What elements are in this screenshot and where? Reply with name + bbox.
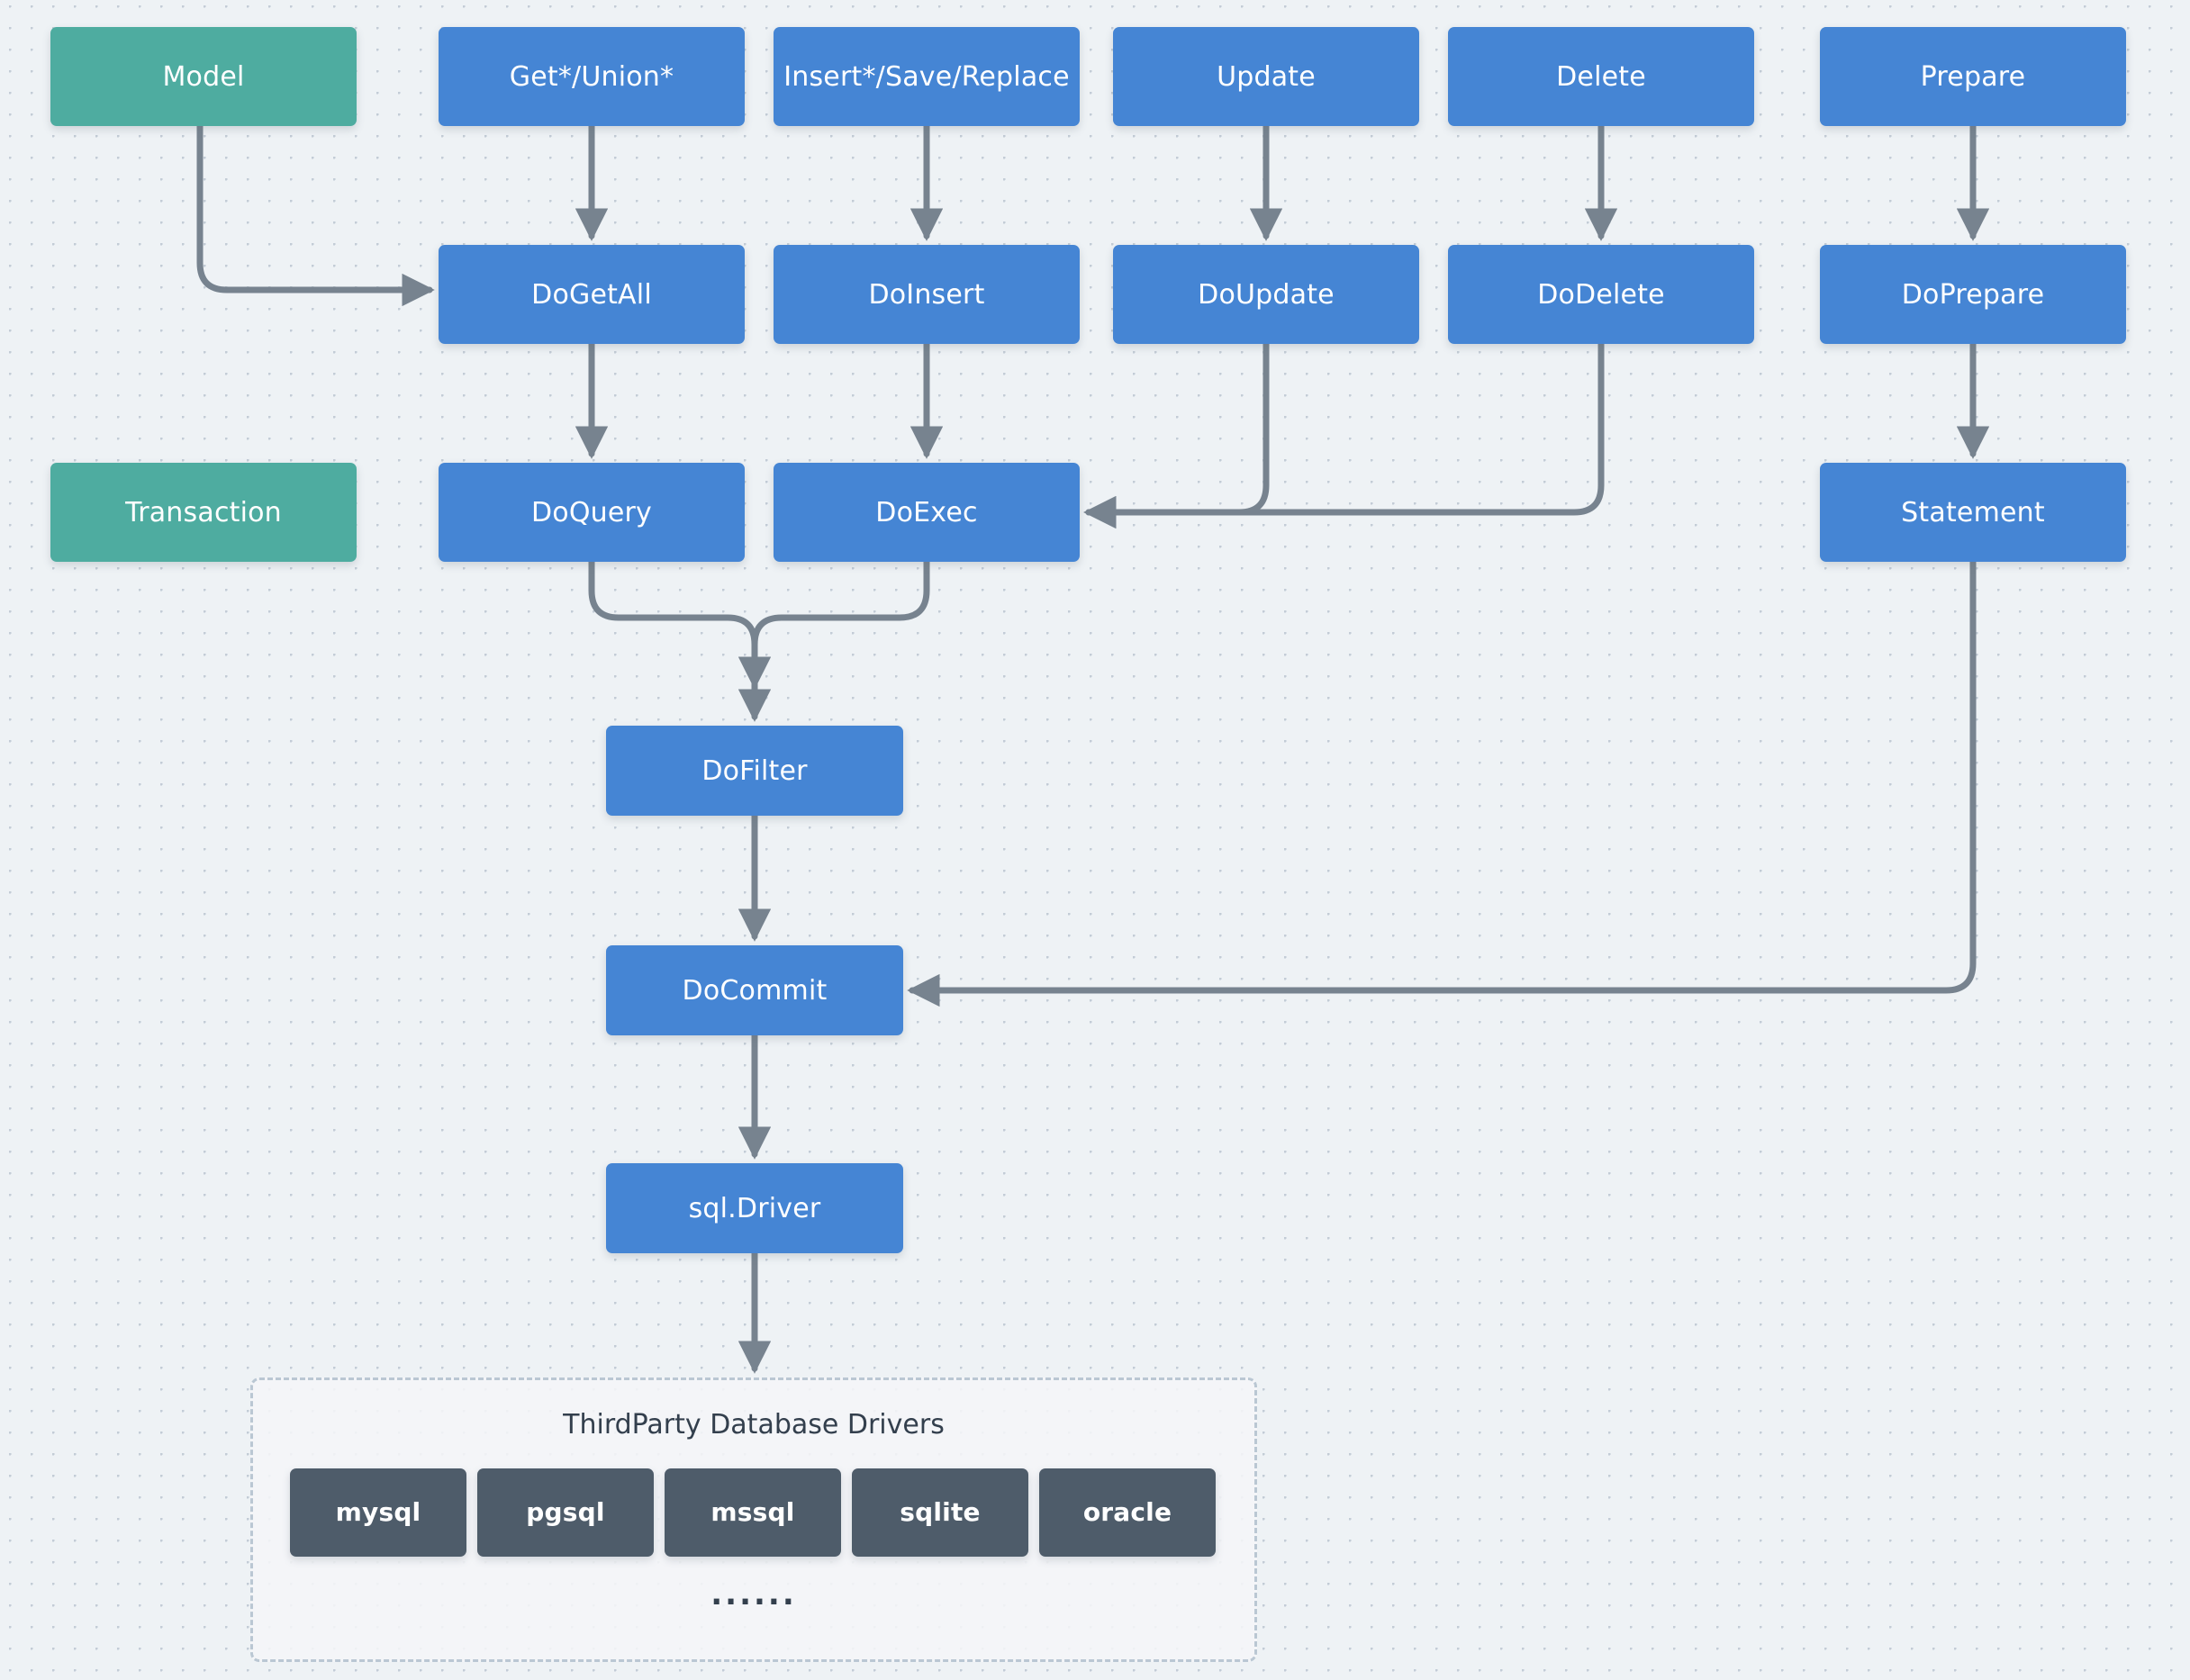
node-docommit[interactable]: DoCommit (606, 945, 903, 1035)
node-doinsert[interactable]: DoInsert (774, 245, 1080, 344)
node-get_union[interactable]: Get*/Union* (439, 27, 745, 126)
node-delete[interactable]: Delete (1448, 27, 1754, 126)
node-dodelete[interactable]: DoDelete (1448, 245, 1754, 344)
edge-dodelete-to-doexec (1083, 340, 1605, 529)
driver-chip-oracle[interactable]: oracle (1039, 1468, 1216, 1557)
edge-doquery-to-dofilter (588, 558, 772, 722)
node-doupdate[interactable]: DoUpdate (1113, 245, 1419, 344)
drivers-ellipsis: ...... (710, 1576, 797, 1612)
node-insert_save[interactable]: Insert*/Save/Replace (774, 27, 1080, 126)
node-doprepare[interactable]: DoPrepare (1820, 245, 2126, 344)
edge-statement-to-docommit (907, 558, 1977, 1007)
node-statement[interactable]: Statement (1820, 463, 2126, 562)
node-doexec[interactable]: DoExec (774, 463, 1080, 562)
node-model[interactable]: Model (50, 27, 357, 126)
node-sqldriver[interactable]: sql.Driver (606, 1163, 903, 1253)
drivers-group-title: ThirdParty Database Drivers (563, 1409, 945, 1441)
node-transaction[interactable]: Transaction (50, 463, 357, 562)
edge-model-transaction-to-dogetall (196, 122, 435, 307)
node-dofilter[interactable]: DoFilter (606, 726, 903, 816)
driver-chip-pgsql[interactable]: pgsql (477, 1468, 654, 1557)
node-dogetall[interactable]: DoGetAll (439, 245, 745, 344)
driver-chip-mysql[interactable]: mysql (290, 1468, 466, 1557)
node-doquery[interactable]: DoQuery (439, 463, 745, 562)
driver-chip-sqlite[interactable]: sqlite (852, 1468, 1028, 1557)
node-update[interactable]: Update (1113, 27, 1419, 126)
edge-doupdate-to-doexec (1083, 340, 1270, 529)
node-prepare[interactable]: Prepare (1820, 27, 2126, 126)
edge-doexec-to-dofilter (738, 558, 930, 690)
driver-chip-mssql[interactable]: mssql (665, 1468, 841, 1557)
